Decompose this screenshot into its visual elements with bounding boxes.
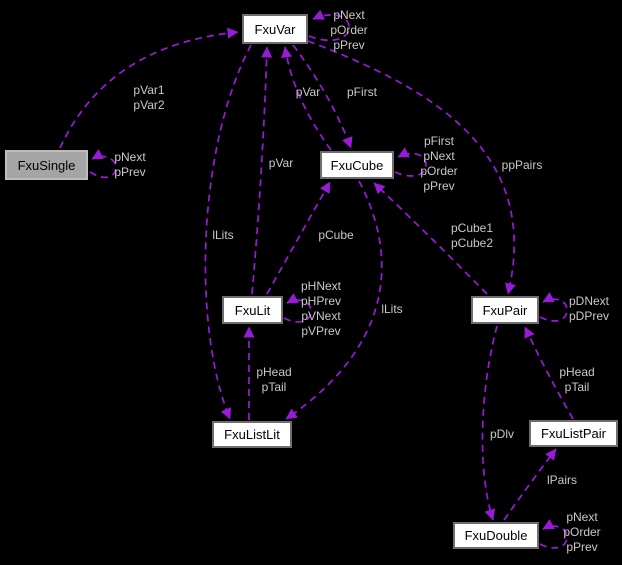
edge-fxusingle-self	[89, 149, 117, 179]
edge-fxusingle-fxuvar	[59, 27, 239, 149]
edge-fxudouble-self	[539, 519, 568, 549]
edge-label-llits-left: lLits	[212, 228, 234, 242]
edge-label-fxulit-self: pHNext pHPrev pVNext pVPrev	[300, 279, 342, 338]
edge-label-fxupair-self: pDNext pDPrev	[568, 294, 610, 323]
node-fxusingle[interactable]: FxuSingle	[5, 150, 88, 180]
node-fxulistpair[interactable]: FxuListPair	[529, 420, 618, 447]
node-fxulit[interactable]: FxuLit	[222, 296, 283, 324]
edge-fxuvar-fxupair	[307, 40, 516, 295]
node-fxulistlit[interactable]: FxuListLit	[212, 421, 292, 448]
edge-label-phead-ptail-right: pHead pTail	[559, 365, 595, 394]
edge-fxuvar-self	[308, 9, 350, 42]
edge-label-phead-ptail-left: pHead pTail	[256, 365, 292, 394]
edge-fxuvar-fxucube	[292, 44, 353, 149]
edge-fxucube-fxuvar	[281, 46, 332, 151]
edge-label-pvar-lower: pVar	[268, 156, 294, 170]
edge-label-pppairs: ppPairs	[501, 158, 543, 172]
node-fxuvar[interactable]: FxuVar	[242, 14, 308, 44]
edge-fxupair-fxucube	[373, 182, 488, 295]
edge-fxucube-fxulistlit	[285, 180, 383, 420]
edge-label-pcube: pCube	[318, 228, 354, 242]
node-fxudouble[interactable]: FxuDouble	[453, 522, 539, 549]
edge-fxupair-fxudouble	[481, 325, 498, 521]
edge-label-pcube1-pcube2: pCube1 pCube2	[450, 221, 494, 250]
edge-label-pfirst-upper: pFirst	[347, 85, 377, 99]
edge-fxulit-fxucube	[266, 181, 331, 295]
edge-label-llits-right: lLits	[381, 302, 403, 316]
edge-fxuvar-fxulistlit	[204, 44, 252, 420]
edge-fxucube-self	[394, 147, 427, 177]
edge-label-fxusingle-self: pNext pPrev	[114, 150, 146, 179]
edge-label-pvar1-pvar2: pVar1 pVar2	[133, 83, 165, 112]
edge-label-lpairs: lPairs	[546, 473, 578, 487]
edge-fxupair-self	[539, 292, 568, 322]
edge-label-pdlv: pDlv	[489, 427, 515, 441]
edge-fxulit-fxuvar	[251, 46, 273, 295]
node-fxupair[interactable]: FxuPair	[471, 296, 539, 324]
node-fxucube[interactable]: FxuCube	[320, 151, 394, 179]
edge-fxulistpair-fxupair	[524, 326, 574, 420]
edge-label-fxucube-self: pFirst pNext pOrder pPrev	[420, 134, 458, 193]
edge-fxulit-self	[283, 293, 312, 323]
edge-label-fxuvar-self: pNext pOrder pPrev	[330, 8, 368, 52]
edge-label-pvar-upper: pVar	[295, 85, 321, 99]
edge-label-fxudouble-self: pNext pOrder pPrev	[563, 510, 601, 554]
